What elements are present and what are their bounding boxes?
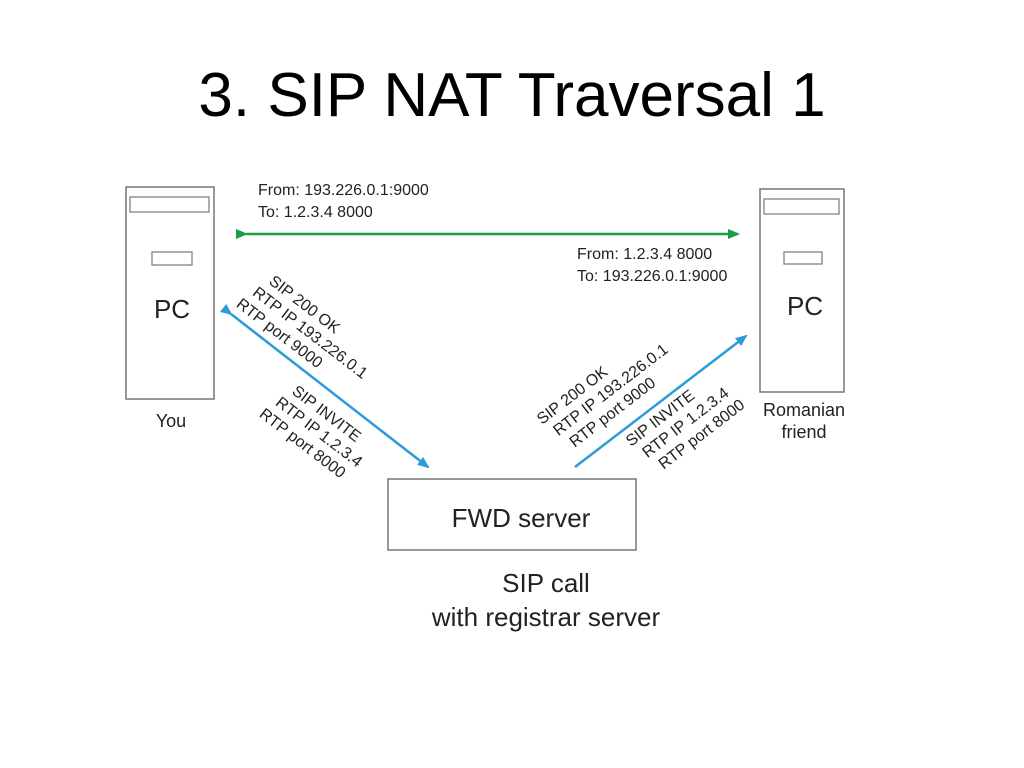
you-pc-tower: PC — [125, 186, 215, 400]
friend-pc-tower: PC — [759, 188, 845, 393]
slide-title: 3. SIP NAT Traversal 1 — [198, 61, 826, 130]
you-pc-label: PC — [154, 294, 190, 324]
you-caption: You — [156, 411, 186, 431]
friend-caption-line2: friend — [781, 422, 826, 442]
friend-pc-label: PC — [787, 291, 823, 321]
left-invite-block: SIP INVITE RTP IP 1.2.3.4 RTP port 8000 — [256, 383, 365, 482]
top-right-to-text: To: 193.226.0.1:9000 — [577, 268, 727, 285]
fwd-server-box — [387, 478, 637, 551]
fwd-server-label: FWD server — [452, 503, 591, 533]
right-sip-arrow — [574, 334, 748, 468]
top-left-from-text: From: 193.226.0.1:9000 — [258, 182, 429, 199]
sip-call-caption-line1: SIP call — [502, 568, 590, 598]
top-left-to-text: To: 1.2.3.4 8000 — [258, 204, 373, 221]
top-right-from-text: From: 1.2.3.4 8000 — [577, 246, 712, 263]
friend-caption-line1: Romanian — [763, 400, 845, 420]
left-sip-arrow — [220, 303, 430, 469]
sip-call-caption-line2: with registrar server — [431, 602, 661, 632]
